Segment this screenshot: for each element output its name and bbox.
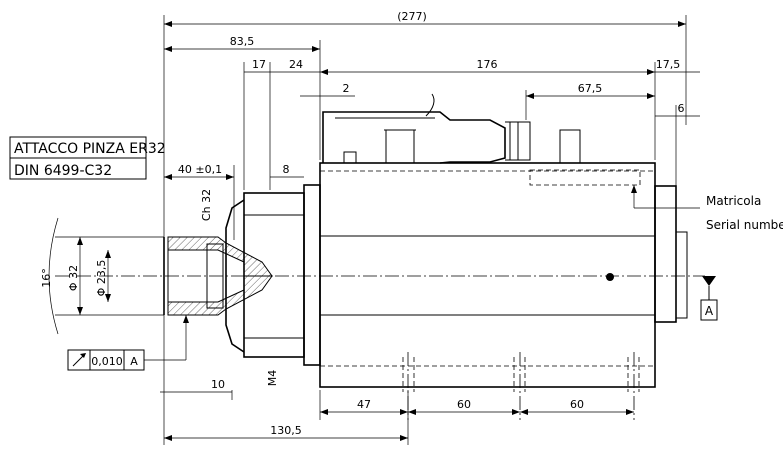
dim-17: 17	[252, 58, 266, 71]
mounting-holes	[402, 352, 640, 420]
dim-40: 40 ±0,1	[178, 163, 222, 176]
dim-angle-16: 16°	[40, 268, 53, 288]
serial-plate-outline	[529, 169, 641, 186]
serial-label-line2: Serial number	[706, 218, 783, 232]
dim-6: 6	[678, 102, 685, 115]
datum-a-symbol: A	[700, 276, 718, 321]
dim-17-5: 17,5	[656, 58, 681, 71]
dim-8: 8	[283, 163, 290, 176]
dim-ch32: Ch 32	[200, 189, 213, 221]
dim-176: 176	[477, 58, 498, 71]
dim-60-b: 60	[570, 398, 584, 411]
runout-tolerance-frame: 0,010 A	[67, 315, 189, 371]
dim-phi-23-5: Φ 23,5	[95, 260, 108, 297]
dim-2: 2	[343, 82, 350, 95]
dim-phi-32: Φ 32	[67, 265, 80, 291]
collet-label-line2: DIN 6499-C32	[14, 163, 112, 179]
tolerance-ref: A	[130, 355, 138, 368]
dim-24: 24	[289, 58, 303, 71]
electrical-connector	[322, 93, 581, 164]
serial-leader: Matricola Serial number	[631, 185, 783, 232]
dim-47: 47	[357, 398, 371, 411]
dim-60-a: 60	[457, 398, 471, 411]
grease-point	[606, 273, 614, 281]
dim-overall: (277)	[397, 10, 427, 23]
motor-body	[319, 162, 688, 388]
tolerance-value: 0,010	[91, 355, 123, 368]
dim-67-5: 67,5	[578, 82, 603, 95]
dim-83-5: 83,5	[230, 35, 255, 48]
collet-label-line1: ATTACCO PINZA ER32	[14, 141, 166, 157]
dim-m4: M4	[266, 370, 279, 387]
dim-130-5: 130,5	[270, 424, 302, 437]
dimension-lines	[48, 23, 700, 439]
serial-label-line1: Matricola	[706, 194, 761, 208]
collet-label-box: ATTACCO PINZA ER32 DIN 6499-C32	[9, 136, 166, 180]
datum-a-letter: A	[705, 304, 714, 318]
arrowheads	[77, 21, 686, 441]
extension-lines	[55, 15, 687, 445]
dim-10: 10	[211, 378, 225, 391]
